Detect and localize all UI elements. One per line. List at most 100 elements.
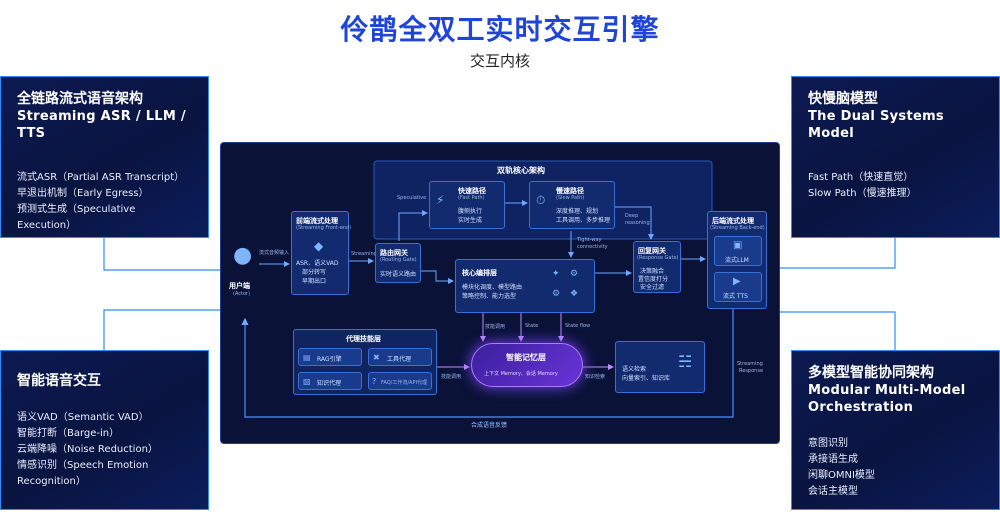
tight-way-label: Tight-way bbox=[577, 237, 602, 243]
card-title-cn: 快慢脑模型 bbox=[808, 91, 878, 107]
fast-path-line: 实时生成 bbox=[458, 217, 483, 224]
card-voice-interaction: 智能语音交互 语义VAD（Semantic VAD） 智能打断（Barge-in… bbox=[0, 350, 209, 510]
retrieval-line: 语义检索 bbox=[622, 366, 647, 373]
orchestration-box: 核心编排层 模块化调度、模型路由 策略控制、能力选型 ✦ ⚙ ⚙ ❖ bbox=[455, 259, 595, 313]
list-item: 流式ASR（Partial ASR Transcript） bbox=[17, 172, 185, 183]
list-item: 早退出机制（Early Egress） bbox=[17, 188, 149, 199]
frontend-line: 早期出口 bbox=[302, 278, 327, 285]
knowledge-box: ▧ 知识代理 bbox=[298, 372, 362, 390]
user-label: 用户端 bbox=[229, 282, 250, 290]
orchestration-line: 模块化调度、模型路由 bbox=[462, 284, 523, 291]
streaming-llm-box: ▣ 流式LLM bbox=[714, 236, 762, 266]
slow-path-line: 工具调用、多步推理 bbox=[556, 217, 611, 224]
core-diagram: ● 用户端 (Actor) 流式音频输入 前端流式处理 (Streaming F… bbox=[220, 142, 780, 444]
card-dual-systems: 快慢脑模型 The Dual Systems Model Fast Path（快… bbox=[791, 76, 1000, 238]
feedback-label: 合成语音反馈 bbox=[471, 422, 508, 429]
wrench-icon: ✖ bbox=[373, 353, 380, 362]
streaming-in-label: 流式音频输入 bbox=[259, 250, 290, 256]
response-subtitle: (Response Gate) bbox=[637, 255, 679, 261]
retrieval-box: 语义检索 向量索引、知识库 ☵ bbox=[615, 341, 705, 393]
card-item-list: Fast Path（快速直觉） Slow Path（慢速推理） bbox=[808, 170, 983, 202]
frontend-line: ASR、语义VAD bbox=[296, 260, 339, 267]
tight-way-label: connectivity bbox=[577, 244, 608, 250]
lightning-icon: ⚡ bbox=[436, 193, 445, 207]
card-item-list: 意图识别 承接语生成 闲聊OMNI模型 会话主模型 bbox=[808, 436, 983, 500]
fast-path-line: 腹侧执行 bbox=[458, 208, 483, 215]
puzzle-icon: ❖ bbox=[570, 289, 579, 299]
streaming-tts-label: 流式 TTS bbox=[723, 293, 748, 300]
response-gate-box: 回复网关 (Response Gate) 决策融合 置信度打分 安全过滤 bbox=[633, 241, 681, 293]
deep-reasoning-label: reasoning bbox=[625, 220, 650, 226]
skill-call-label: 技能调用 bbox=[441, 374, 462, 380]
routing-desc: 实时语义路由 bbox=[380, 271, 417, 278]
agent-layer-box: 代理技能层 ▤ RAG引擎 ✖ 工具代理 ▧ 知识代理 ? FAQ/工作流/AP… bbox=[293, 329, 437, 395]
response-title: 回复网关 bbox=[638, 247, 666, 255]
fast-path-title: 快速路径 bbox=[458, 187, 486, 195]
page-title: 伶鹊全双工实时交互引擎 bbox=[340, 13, 660, 46]
memory-layer-box: 智能记忆层 上下文 Memory、会话 Memory bbox=[471, 343, 583, 387]
list-item: 语义VAD（Semantic VAD） bbox=[17, 412, 149, 423]
document-icon: ▤ bbox=[303, 353, 311, 362]
rag-label: RAG引擎 bbox=[317, 356, 342, 363]
orchestration-title: 核心编排层 bbox=[462, 269, 497, 277]
card-title-en: Streaming ASR / LLM / TTS bbox=[17, 109, 186, 141]
speculative-label: Speculative bbox=[397, 195, 427, 201]
card-title-en: Modular Multi-Model bbox=[808, 383, 966, 398]
skill-call-label: 技能调用 bbox=[485, 324, 506, 330]
gear-icon: ⚙ bbox=[570, 269, 579, 279]
page-subtitle: 交互内核 bbox=[469, 52, 530, 70]
list-item: 会话主模型 bbox=[808, 486, 858, 497]
database-icon: ▣ bbox=[733, 240, 743, 251]
streaming-response-label: Response bbox=[739, 368, 764, 374]
question-icon: ? bbox=[372, 377, 377, 386]
dual-track-title: 双轨核心架构 bbox=[497, 166, 545, 175]
card-title-en: Orchestration bbox=[808, 400, 914, 415]
faq-box: ? FAQ/工作流/API代理 bbox=[368, 372, 432, 390]
response-line: 置信度打分 bbox=[638, 276, 669, 283]
list-item: Fast Path（快速直觉） bbox=[808, 172, 914, 183]
agent-layer-title: 代理技能层 bbox=[346, 335, 381, 343]
card-title-en: The Dual Systems Model bbox=[808, 109, 944, 141]
list-item: 预测式生成（Speculative Execution） bbox=[17, 204, 136, 231]
fast-path-box: ⚡ 快速路径 (Fast Path) 腹侧执行 实时生成 bbox=[429, 181, 505, 229]
frontend-box: 前端流式处理 (Streaming Front-end) ◆ ASR、语义VAD… bbox=[291, 211, 351, 295]
card-title-cn: 全链路流式语音架构 bbox=[17, 91, 143, 107]
routing-gate-box: 路由网关 (Routing Gate) 实时语义路由 bbox=[375, 243, 421, 283]
backend-subtitle: (Streaming Back-end) bbox=[710, 225, 765, 231]
card-title-cn: 多模型智能协同架构 bbox=[808, 365, 934, 381]
response-line: 安全过滤 bbox=[640, 284, 665, 291]
book-icon: ▧ bbox=[303, 377, 311, 386]
routing-title: 路由网关 bbox=[380, 249, 408, 257]
database-search-icon: ☵ bbox=[678, 352, 693, 371]
routing-subtitle: (Routing Gate) bbox=[380, 257, 417, 263]
faq-label: FAQ/工作流/API代理 bbox=[381, 380, 427, 386]
state-label: State bbox=[525, 323, 539, 329]
backend-title: 后端流式处理 bbox=[712, 217, 754, 225]
card-streaming-architecture: 全链路流式语音架构 Streaming ASR / LLM / TTS 流式AS… bbox=[0, 76, 209, 238]
response-line: 决策融合 bbox=[640, 268, 665, 275]
memory-desc: 上下文 Memory、会话 Memory bbox=[484, 371, 558, 377]
list-item: Slow Path（慢速推理） bbox=[808, 188, 917, 199]
card-title-cn: 智能语音交互 bbox=[17, 373, 101, 389]
list-item: 意图识别 bbox=[808, 438, 848, 449]
stopwatch-icon: ⏱ bbox=[536, 193, 546, 207]
frontend-title: 前端流式处理 bbox=[296, 217, 338, 225]
microphone-icon: ◆ bbox=[314, 239, 324, 253]
list-item: 云端降噪（Noise Reduction） bbox=[17, 444, 158, 455]
knowledge-label: 知识代理 bbox=[317, 380, 342, 387]
card-item-list: 语义VAD（Semantic VAD） 智能打断（Barge-in） 云端降噪（… bbox=[17, 410, 192, 490]
card-multi-model: 多模型智能协同架构 Modular Multi-Model Orchestrat… bbox=[791, 350, 1000, 510]
list-item: 闲聊OMNI模型 bbox=[808, 470, 875, 481]
backend-box: 后端流式处理 (Streaming Back-end) ▣ 流式LLM ▶ 流式… bbox=[707, 211, 767, 309]
rag-box: ▤ RAG引擎 bbox=[298, 348, 362, 366]
retrieval-line: 向量索引、知识库 bbox=[622, 375, 671, 382]
deep-reasoning-label: Deep bbox=[625, 213, 639, 219]
knowledge-retrieval-label: 知识检索 bbox=[585, 374, 606, 380]
list-item: 智能打断（Barge-in） bbox=[17, 428, 120, 439]
card-item-list: 流式ASR（Partial ASR Transcript） 早退出机制（Earl… bbox=[17, 170, 192, 234]
slow-path-title: 慢速路径 bbox=[556, 187, 584, 195]
streaming-label: Streaming bbox=[351, 251, 377, 257]
memory-title: 智能记忆层 bbox=[506, 353, 546, 362]
list-item: 情感识别（Speech Emotion Recognition） bbox=[17, 460, 149, 487]
